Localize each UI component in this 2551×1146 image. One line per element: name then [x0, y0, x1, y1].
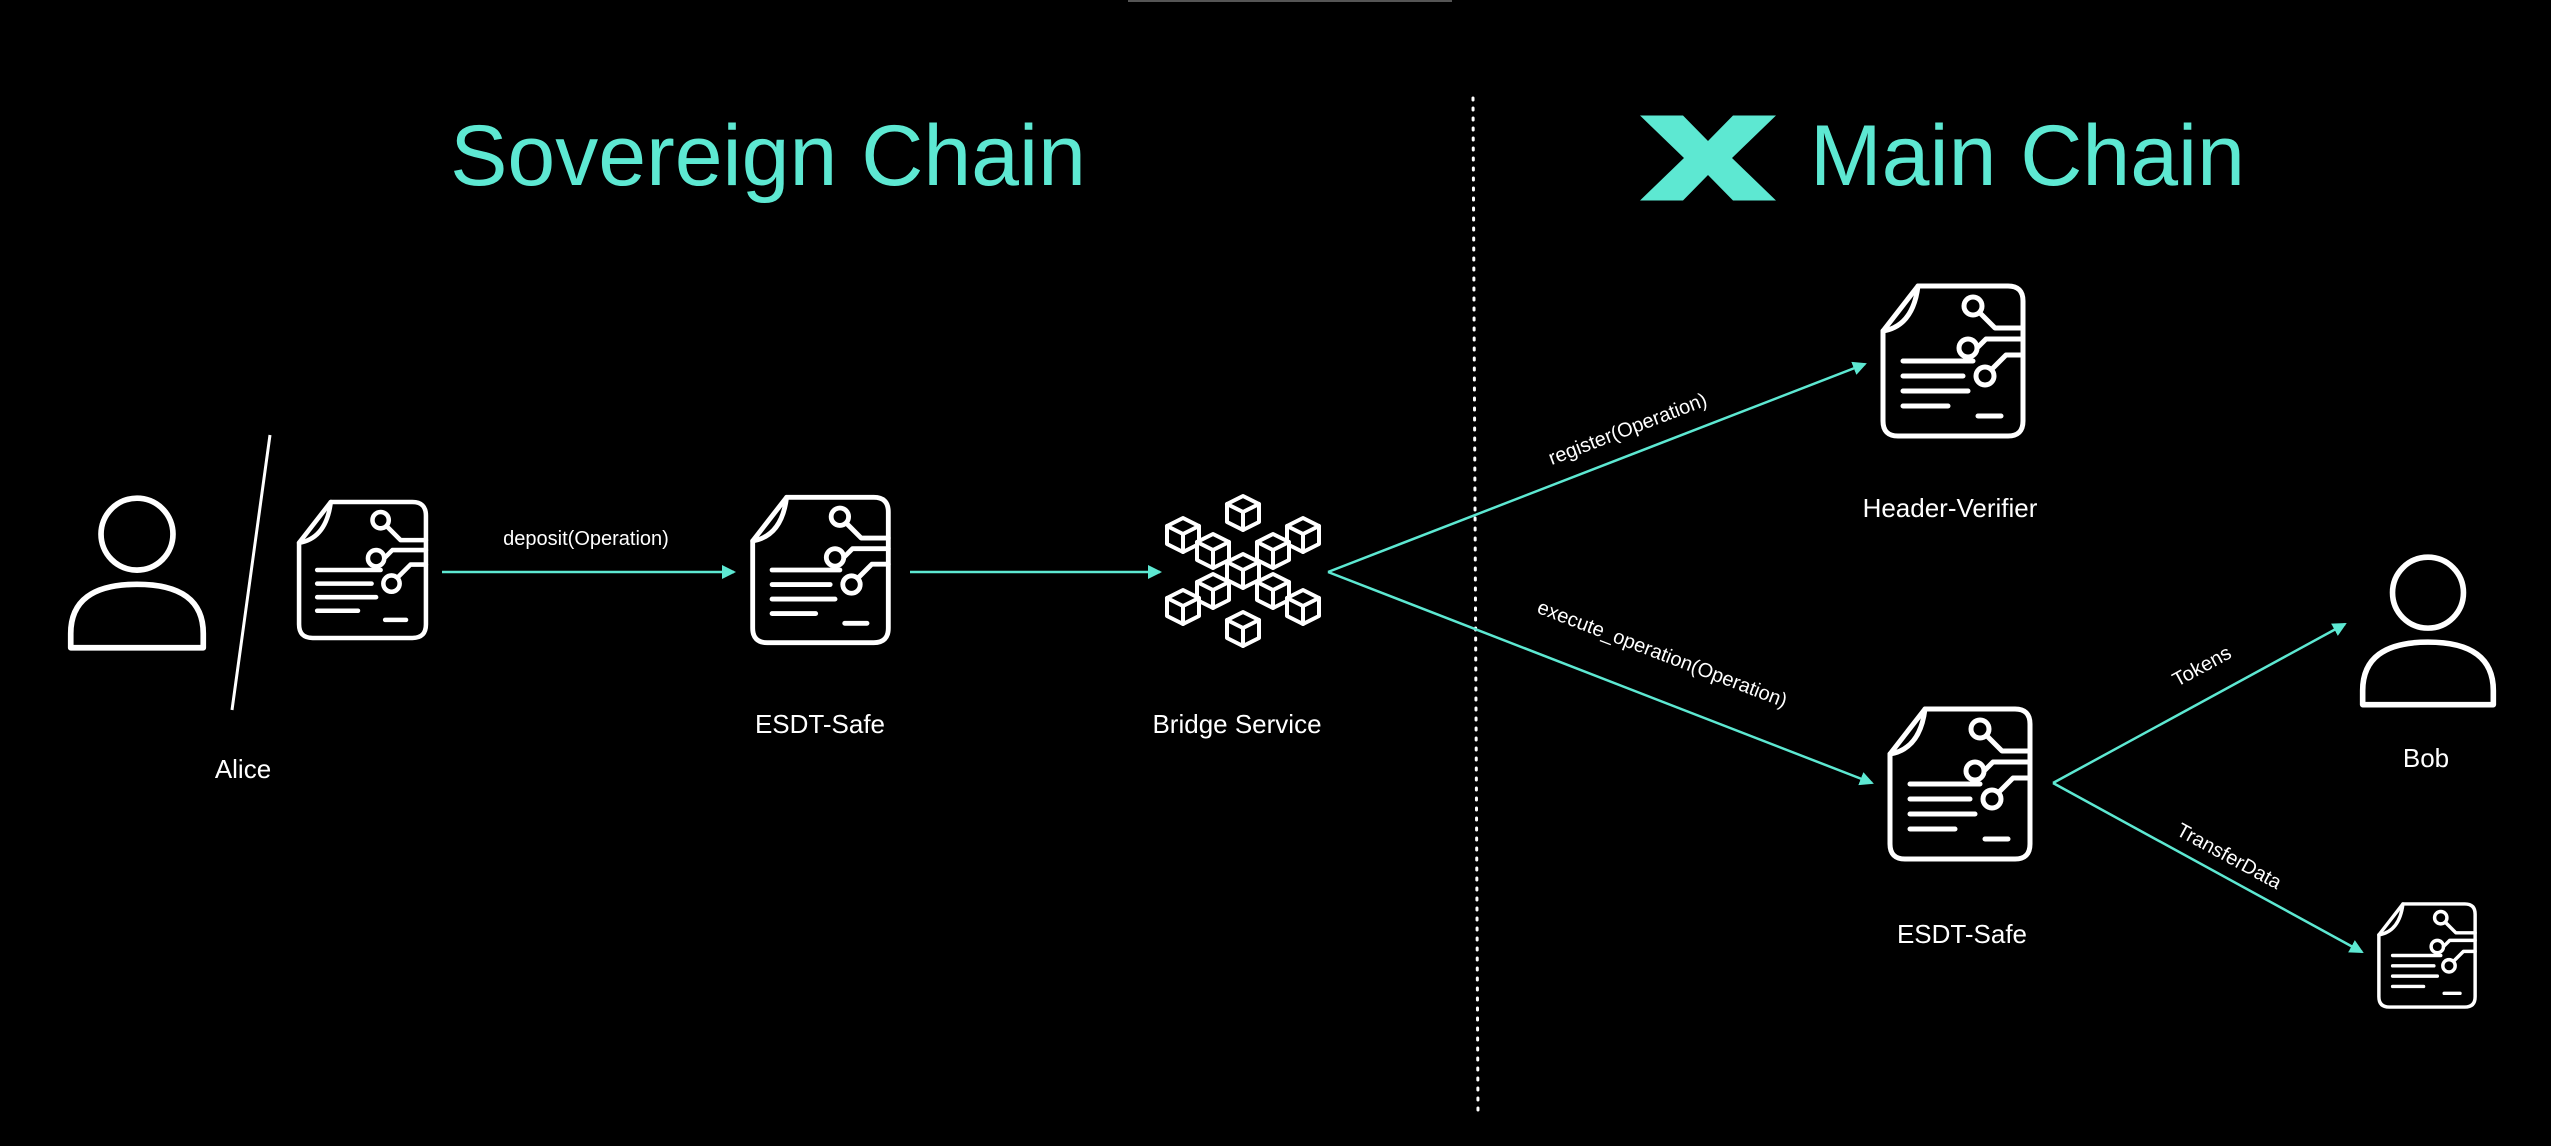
esdt-safe-sovereign-contract-icon: [753, 497, 889, 642]
header-verifier-label: Header-Verifier: [1863, 493, 2038, 523]
edge-deposit-label: deposit(Operation): [503, 528, 669, 550]
edge-register: [1327, 361, 1867, 574]
chain-divider: [1471, 96, 1480, 1117]
alice-wallet-contract-icon: [299, 502, 426, 638]
alice-label: Alice: [215, 754, 271, 784]
header-verifier-contract-icon: [1883, 286, 2023, 436]
esdt-safe-main-label: ESDT-Safe: [1897, 919, 2027, 949]
bob-label: Bob: [2403, 743, 2449, 773]
edge-transfer-data: [2052, 781, 2364, 954]
alice-user-icon: [71, 498, 204, 648]
bridge-service-label: Bridge Service: [1152, 709, 1321, 739]
multiversx-logo-icon: [1640, 115, 1776, 201]
esdt-safe-main-contract-icon: [1890, 709, 2030, 859]
edge-tokens: [2052, 622, 2347, 785]
edge-execute-label: execute_operation(Operation): [1534, 597, 1790, 713]
sovereign-chain-title: Sovereign Chain: [450, 108, 1086, 204]
bob-user-icon: [2363, 557, 2494, 704]
edge-execute: [1327, 570, 1874, 786]
target-contract-icon: [2377, 902, 2477, 1009]
edge-tokens-label: Tokens: [2169, 642, 2235, 692]
bridge-service-network-icon: [1165, 494, 1321, 648]
edge-register-label: register(Operation): [1546, 389, 1711, 470]
main-chain-title: Main Chain: [1810, 108, 2245, 204]
alice-wallet-divider: [230, 434, 272, 711]
esdt-safe-sovereign-label: ESDT-Safe: [755, 709, 885, 739]
